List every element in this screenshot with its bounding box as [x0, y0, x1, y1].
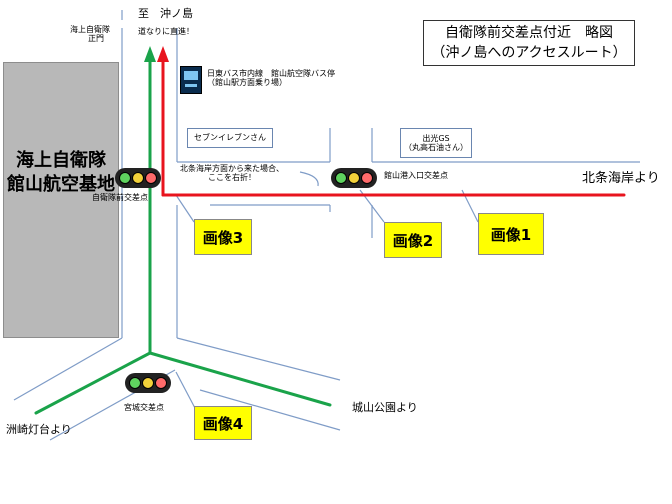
green-lamp-icon: [119, 172, 132, 184]
bus-stop-line2: （館山駅方面乗り場）: [207, 77, 287, 87]
road-edge: [13, 337, 123, 401]
yellow-lamp-icon: [141, 377, 154, 389]
red-lamp-icon: [144, 172, 157, 184]
pointer-line: [175, 194, 195, 223]
road-edge: [176, 337, 341, 381]
green-route-shiroyama: [148, 351, 332, 407]
turn-right-line1: 北条海岸方面から来た場合、: [180, 164, 284, 173]
green-lamp-icon: [129, 377, 142, 389]
idemitsu-box: 出光GS （丸高石油さん）: [400, 128, 472, 158]
red-arrow-head: [157, 46, 169, 62]
seven-eleven-label: セブンイレブンさん: [194, 133, 266, 143]
gate-label: 海上自衛隊 正門: [70, 25, 110, 44]
traffic-signal-jieitaimae: [115, 168, 161, 188]
image-marker-1[interactable]: 画像1: [478, 213, 544, 255]
idemitsu-line1: 出光GS: [422, 133, 450, 143]
image-marker-4[interactable]: 画像4: [194, 406, 252, 440]
base-name-line1: 海上自衛隊: [16, 150, 106, 171]
map-title: 自衛隊前交差点付近 略図 （沖ノ島へのアクセスルート）: [423, 20, 635, 66]
road-edge: [199, 389, 341, 431]
idemitsu-line2: （丸高石油さん）: [404, 143, 468, 152]
from-shiroyama-label: 城山公園より: [352, 401, 418, 414]
yellow-lamp-icon: [347, 172, 360, 184]
base-name-line2: 館山航空基地: [7, 174, 115, 195]
image-marker-2[interactable]: 画像2: [384, 222, 442, 258]
title-line1: 自衛隊前交差点付近 略図: [445, 25, 613, 41]
bus-stop-label: 日東バス市内線 館山航空隊バス停 （館山駅方面乗り場）: [207, 69, 335, 88]
traffic-signal-miyagi: [125, 373, 171, 393]
turn-right-note: 北条海岸方面から来た場合、 ここを右折！: [180, 164, 284, 183]
green-route-sunosaki: [34, 351, 152, 415]
tateyamako-label: 館山港入口交差点: [384, 171, 448, 180]
to-okinoshima-label: 至 沖ノ島: [138, 7, 193, 20]
traffic-signal-tateyamako: [331, 168, 377, 188]
green-lamp-icon: [335, 172, 348, 184]
gate-label-line1: 海上自衛隊: [70, 25, 110, 34]
go-straight-label: 道なりに直進！: [138, 27, 194, 36]
bus-stop-icon: [180, 66, 202, 94]
red-lamp-icon: [360, 172, 373, 184]
from-sunosaki-label: 洲崎灯台より: [6, 423, 72, 436]
yellow-lamp-icon: [131, 172, 144, 184]
turn-pointer: [299, 171, 319, 187]
green-arrow-head: [144, 46, 156, 62]
bus-stop-line1: 日東バス市内線 館山航空隊バス停: [207, 69, 335, 78]
air-base-block: 海上自衛隊 館山航空基地: [3, 62, 119, 338]
miyagi-label: 宮城交差点: [124, 403, 164, 412]
jieitaimae-label: 自衛隊前交差点: [92, 193, 148, 202]
from-hojo-label: 北条海岸より: [582, 171, 660, 186]
image-marker-3[interactable]: 画像3: [194, 219, 252, 255]
gate-label-line2: 正門: [88, 33, 104, 43]
seven-eleven-box: セブンイレブンさん: [187, 128, 273, 148]
pointer-line: [175, 371, 197, 411]
red-lamp-icon: [154, 377, 167, 389]
title-line2: （沖ノ島へのアクセスルート）: [431, 45, 627, 61]
turn-right-line2: ここを右折！: [208, 172, 256, 182]
